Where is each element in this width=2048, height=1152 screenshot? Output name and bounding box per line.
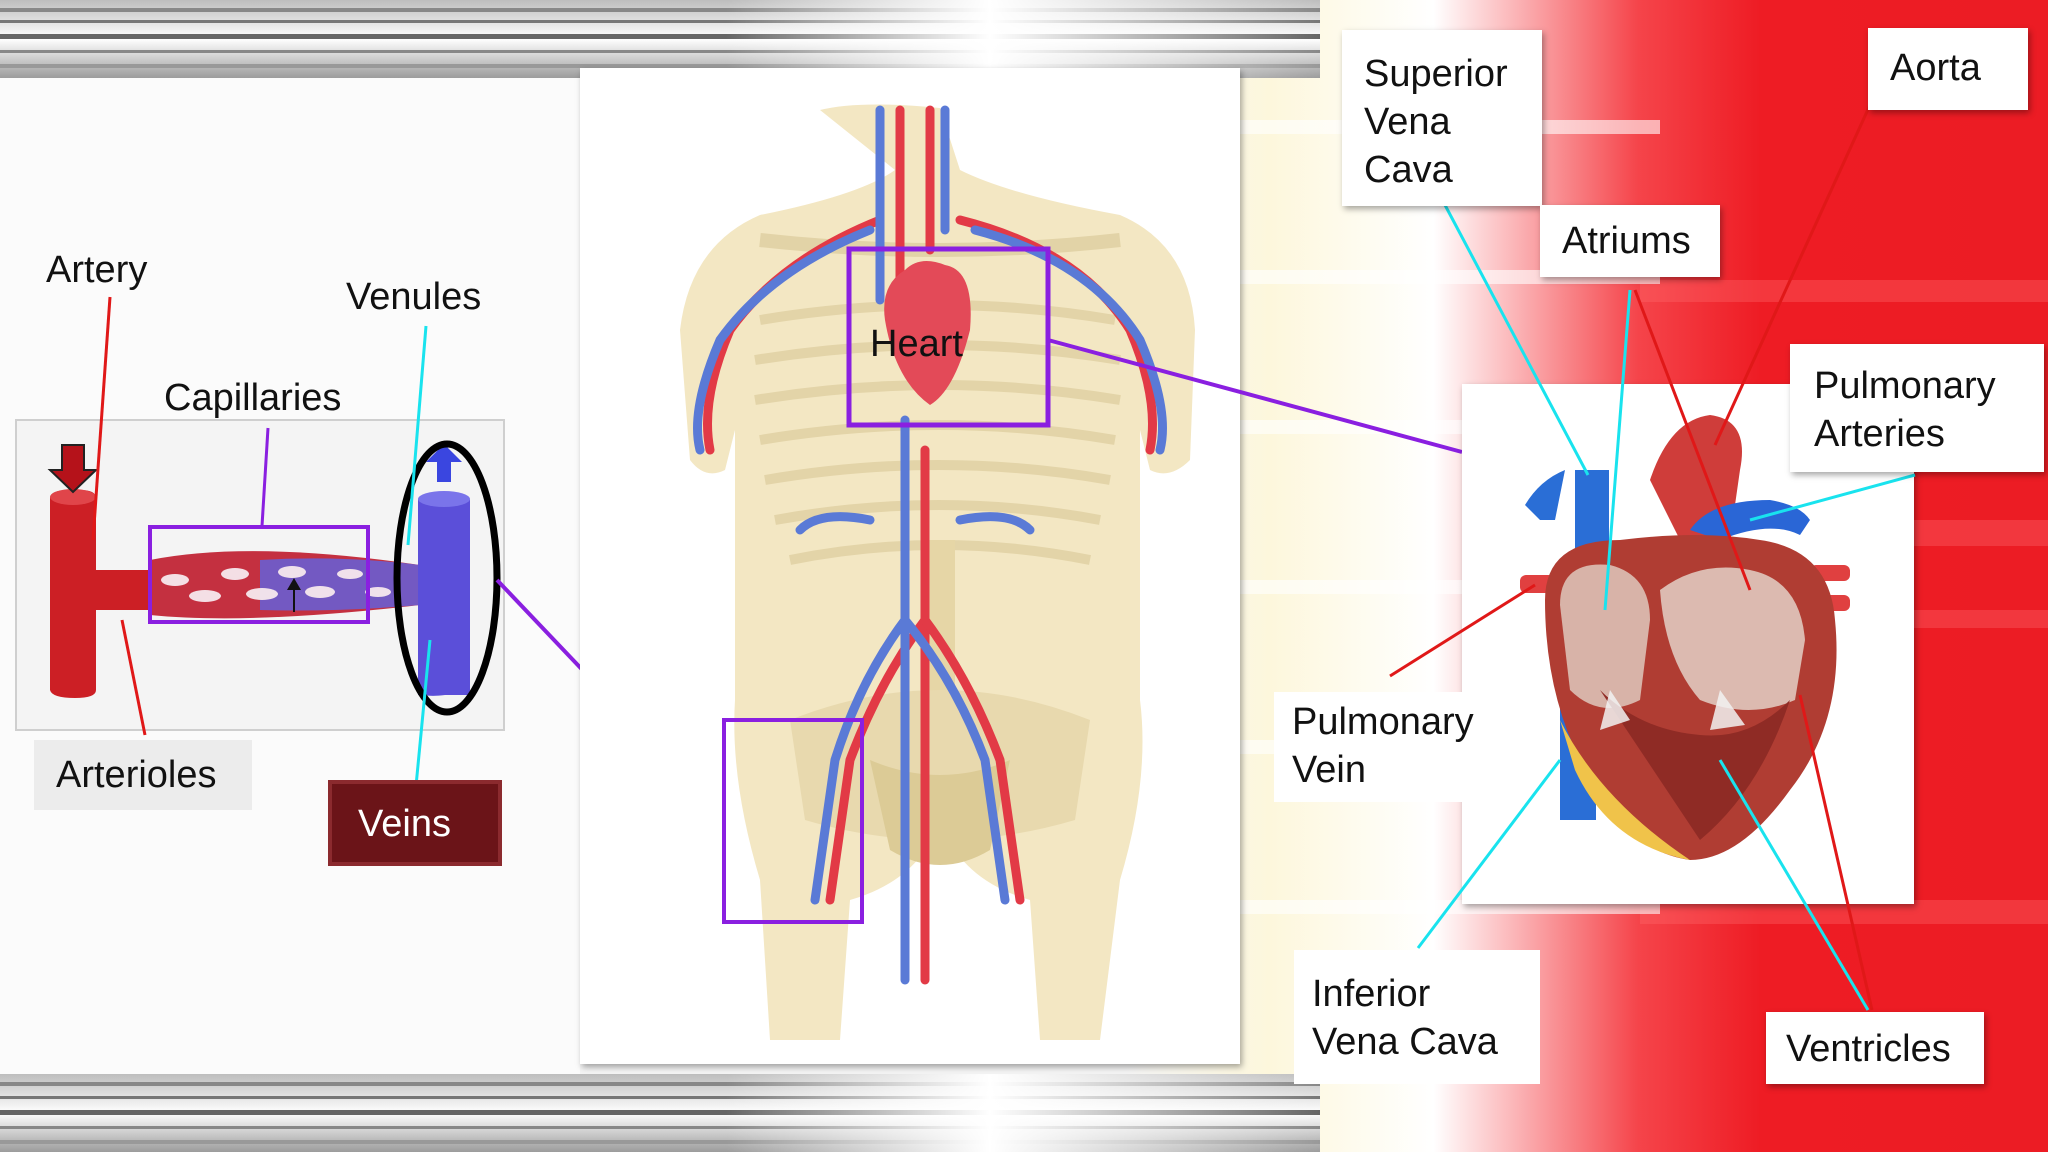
pulmonary-arteries-leader <box>1749 473 1916 522</box>
vein-flow-arrow-icon <box>426 444 462 482</box>
ventricles-label: Ventricles <box>1766 1012 1984 1084</box>
superior-vena-cava-vessel <box>1525 470 1565 520</box>
aorta-label: Aorta <box>1868 28 2028 110</box>
heart-callout-box <box>846 246 1051 428</box>
arterioles-leader <box>120 619 147 736</box>
veins-leader <box>414 639 432 787</box>
atriums-leader-right <box>1633 289 1752 591</box>
atriums-leader-left <box>1603 289 1632 611</box>
atriums-label: Atriums <box>1540 205 1720 277</box>
capillaries-label: Capillaries <box>164 377 342 419</box>
capillaries-leader <box>260 427 270 527</box>
veins-label: Veins <box>328 780 502 866</box>
capillary-network <box>150 551 420 619</box>
heart-to-detail-leader <box>1047 338 1463 454</box>
artery-leader <box>91 296 112 541</box>
artery-flow-arrow-icon <box>47 444 99 494</box>
venules-label: Venules <box>346 276 482 318</box>
capillaries-callout-box <box>148 525 370 624</box>
pulmonary-arteries-label: Pulmonary Arteries <box>1790 344 2044 472</box>
artery-vessel <box>50 490 150 698</box>
pulmonary-vein-leader <box>1389 583 1536 678</box>
inferior-vena-cava-leader <box>1416 759 1562 949</box>
arterioles-label: Arterioles <box>34 740 252 810</box>
ventricles-leader-cyan <box>1718 759 1870 1011</box>
veins-callout-ellipse <box>393 440 501 716</box>
capillary-flow-arrow-icon <box>287 578 301 612</box>
superior-vena-cava-label: Superior Vena Cava <box>1342 30 1542 206</box>
venules-leader <box>406 325 428 546</box>
pulmonary-vein-label: Pulmonary Vein <box>1274 692 1480 802</box>
leg-callout-box <box>722 718 864 924</box>
artery-label: Artery <box>46 249 148 291</box>
inferior-vena-cava-label: Inferior Vena Cava <box>1294 950 1540 1084</box>
ventricles-leader-red <box>1798 694 1874 1011</box>
superior-vena-cava-leader <box>1443 204 1590 476</box>
body-heart-icon <box>884 261 971 405</box>
aorta-leader <box>1713 104 1872 446</box>
heart-label: Heart <box>870 323 963 365</box>
